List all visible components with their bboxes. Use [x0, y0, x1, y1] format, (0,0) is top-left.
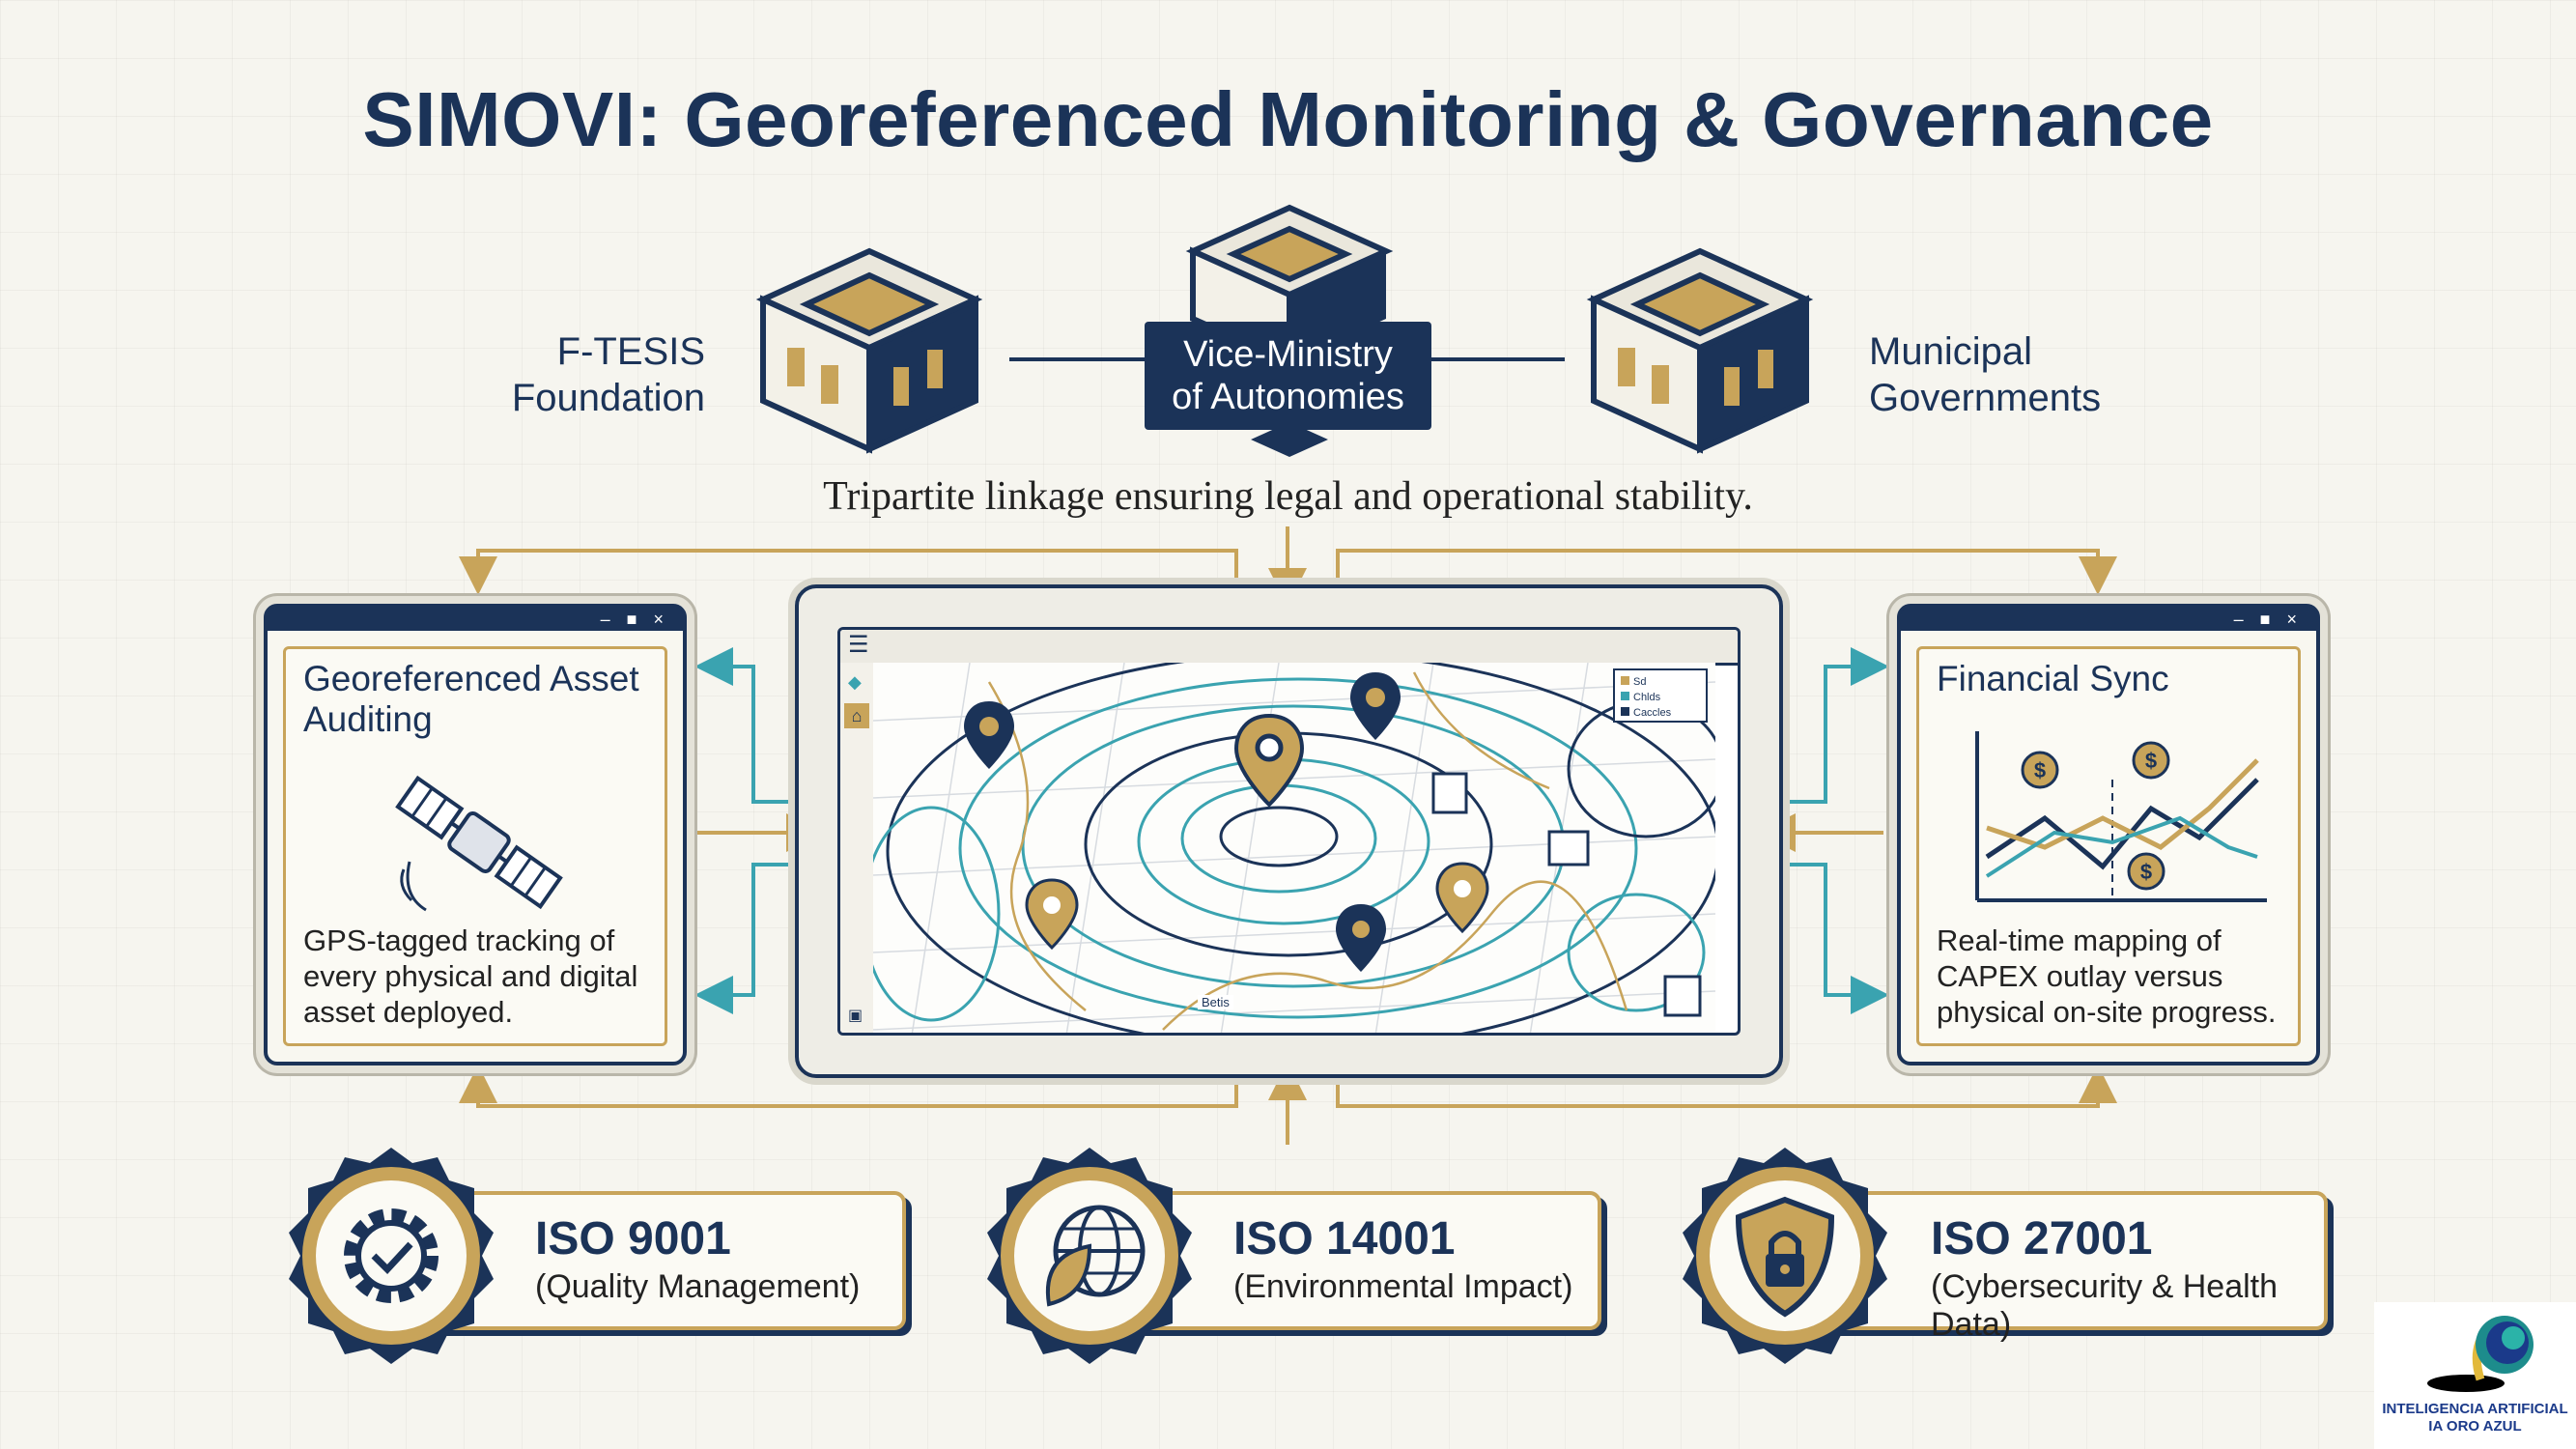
logo-line: INTELIGENCIA ARTIFICIAL	[2382, 1401, 2568, 1417]
asset-auditing-window: – ■ × Georeferenced Asset Auditing GPS-t…	[264, 604, 687, 1065]
top-arrow-left	[459, 549, 1238, 599]
panel-description: Real-time mapping of CAPEX outlay versus…	[1937, 923, 2277, 1029]
right-teal-arrow-bottom	[1768, 863, 1889, 1014]
bottom-arrow-right	[1336, 1063, 2117, 1108]
menu-icon[interactable]: ☰	[848, 632, 869, 658]
map-toolbar: ☰	[840, 630, 1738, 666]
shield-lock-icon	[1683, 1148, 1887, 1364]
right-teal-arrow-top	[1768, 647, 1889, 804]
window-titlebar: – ■ ×	[268, 608, 683, 631]
satellite-icon	[395, 775, 563, 912]
svg-text:$: $	[2034, 758, 2046, 782]
map-screen: ☰ ◆ ⌂ ▣	[837, 627, 1741, 1036]
map-bottom-label: Betis	[1198, 995, 1233, 1009]
topographic-map	[873, 663, 1715, 1033]
legend-item: Chlds	[1621, 690, 1700, 705]
settings-icon[interactable]: ▣	[848, 1008, 863, 1024]
bottom-arrow-left	[459, 1063, 1238, 1108]
certification-subtitle: (Quality Management)	[535, 1268, 861, 1305]
svg-text:$: $	[2140, 860, 2152, 884]
panel-title: Georeferenced Asset Auditing	[303, 659, 639, 739]
legend-label: Caccles	[1633, 707, 1672, 719]
window-controls[interactable]: – ■ ×	[600, 610, 669, 629]
party-line: Vice-Ministry	[1183, 334, 1393, 375]
top-arrow-right	[1336, 549, 2117, 599]
window-content: Financial Sync $ $ $ Real-time mapping o…	[1916, 646, 2301, 1046]
legend-label: Chlds	[1633, 692, 1661, 703]
panel-description: GPS-tagged tracking of every physical an…	[303, 923, 638, 1029]
window-content: Georeferenced Asset Auditing GPS-tagged …	[283, 646, 667, 1046]
certification-subtitle: (Cybersecurity & Health Data)	[1931, 1268, 2279, 1343]
home-icon[interactable]: ⌂	[844, 703, 869, 728]
brand-logo: INTELIGENCIA ARTIFICIAL IA ORO AZUL	[2374, 1302, 2576, 1449]
party-label-municipal: Municipal Governments	[1869, 328, 2255, 421]
party-line: F-TESIS	[556, 330, 705, 373]
logo-caption: INTELIGENCIA ARTIFICIAL IA ORO AZUL	[2374, 1401, 2576, 1435]
iso-9001-card: ISO 9001 (Quality Management)	[406, 1191, 906, 1330]
financial-chart-icon: $ $ $	[1975, 731, 2267, 902]
map-sidebar: ◆ ⌂ ▣	[840, 663, 875, 1033]
globe-leaf-icon	[987, 1148, 1192, 1364]
financial-sync-window: – ■ × Financial Sync $ $ $ Real-time map…	[1897, 604, 2320, 1065]
iso-27001-card: ISO 27001 (Cybersecurity & Health Data)	[1798, 1191, 2328, 1343]
party-label-vice-ministry: Vice-Ministry of Autonomies	[1145, 322, 1431, 430]
building-icon-center	[1185, 204, 1394, 457]
party-line: Governments	[1869, 377, 2102, 419]
building-icon-right	[1586, 247, 1814, 454]
party-line: Municipal	[1869, 330, 2032, 373]
svg-text:$: $	[2145, 749, 2157, 773]
iso-14001-card: ISO 14001 (Environmental Impact)	[1101, 1191, 1601, 1330]
left-teal-arrow-bottom	[694, 863, 809, 1014]
panel-title: Financial Sync	[1937, 659, 2169, 698]
building-icon-left	[755, 247, 983, 454]
map-pin-icon	[964, 701, 1014, 769]
certification-title: ISO 27001	[1931, 1213, 2153, 1264]
legend-item: Sd	[1621, 674, 1700, 690]
map-legend: Sd Chlds Caccles	[1613, 668, 1708, 723]
certification-title: ISO 9001	[535, 1213, 731, 1264]
party-line: of Autonomies	[1172, 377, 1404, 417]
left-teal-arrow-top	[694, 647, 809, 804]
layers-icon[interactable]: ◆	[848, 672, 862, 692]
legend-label: Sd	[1633, 676, 1647, 688]
page-title: SIMOVI: Georeferenced Monitoring & Gover…	[362, 76, 2214, 162]
logo-line: IA ORO AZUL	[2428, 1418, 2522, 1435]
logo-mark-icon	[2427, 1316, 2534, 1392]
party-label-ftesis: F-TESIS Foundation	[406, 328, 705, 421]
map-device-frame: ☰ ◆ ⌂ ▣	[795, 584, 1783, 1078]
window-controls[interactable]: – ■ ×	[2233, 610, 2303, 629]
gear-check-icon	[289, 1148, 494, 1364]
certification-subtitle: (Environmental Impact)	[1233, 1268, 1573, 1305]
certification-title: ISO 14001	[1233, 1213, 1456, 1264]
legend-item: Caccles	[1621, 705, 1700, 721]
tagline: Tripartite linkage ensuring legal and op…	[823, 474, 1753, 519]
window-titlebar: – ■ ×	[1901, 608, 2316, 631]
party-line: Foundation	[511, 377, 705, 419]
